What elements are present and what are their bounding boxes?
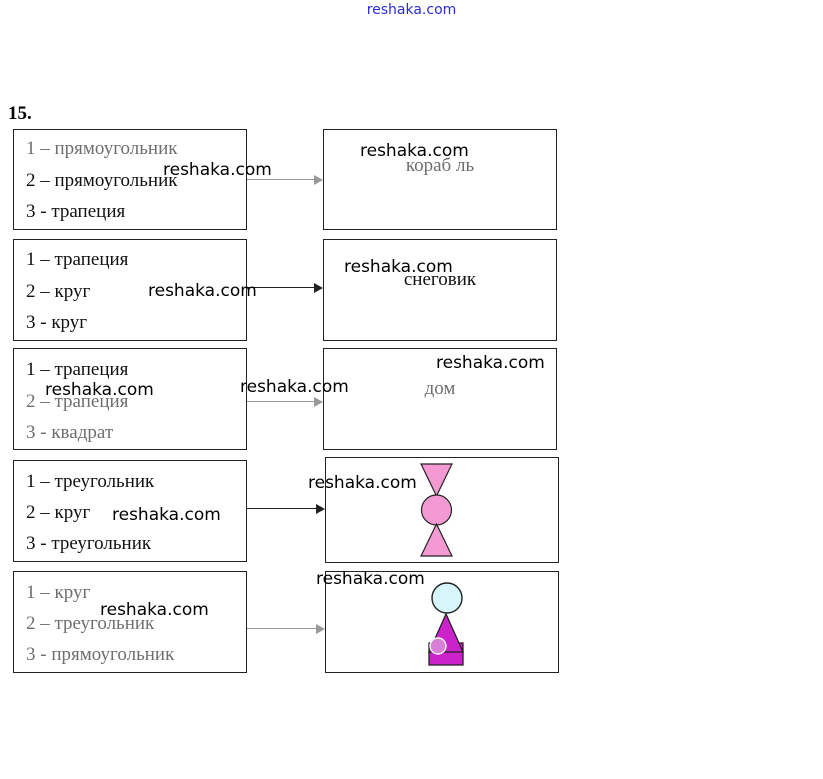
- row-2-part-1: 1 – трапеция: [26, 249, 129, 270]
- row-4-part-1: 1 – треугольник: [26, 471, 155, 492]
- site-header[interactable]: reshaka.com: [366, 2, 457, 18]
- bottom-triangle: [420, 522, 453, 557]
- row-2-arrow: [247, 282, 323, 294]
- watermark: reshaka.com: [45, 380, 154, 400]
- row-3-part-2: 2 – трапеция: [26, 391, 129, 412]
- watermark: reshaka.com: [308, 473, 417, 493]
- small-circle: [429, 637, 447, 655]
- bow-figure: [420, 463, 453, 557]
- middle-circle: [420, 494, 453, 526]
- row-1-part-3: 3 - трапеция: [26, 201, 126, 222]
- row-1-arrow: [247, 174, 323, 186]
- row-5-parts-box: 1 – круг 2 – треугольник 3 - прямоугольн…: [13, 571, 247, 673]
- watermark: reshaka.com: [436, 353, 545, 373]
- row-5-part-1: 1 – круг: [26, 582, 91, 603]
- row-3-arrow: [247, 396, 323, 408]
- watermark: reshaka.com: [112, 505, 221, 525]
- row-5-part-3: 3 - прямоугольник: [26, 644, 175, 665]
- watermark: reshaka.com: [148, 281, 257, 301]
- exercise-number: 15.: [8, 103, 32, 124]
- row-3-result-word: дом: [424, 378, 456, 399]
- row-3-result-box: дом: [323, 348, 557, 450]
- row-2-part-2: 2 – круг: [26, 281, 91, 302]
- row-4-part-3: 3 - треугольник: [26, 533, 152, 554]
- row-5-part-2: 2 – треугольник: [26, 613, 155, 634]
- head-circle: [431, 582, 463, 614]
- row-3-part-1: 1 – трапеция: [26, 359, 129, 380]
- row-4-result-box: [325, 457, 559, 563]
- row-1-part-1: 1 – прямоугольник: [26, 138, 178, 159]
- row-1-parts-box: 1 – прямоугольник 2 – прямоугольник 3 - …: [13, 129, 247, 230]
- row-2-part-3: 3 - круг: [26, 312, 88, 333]
- row-2-result-word: снеговик: [403, 269, 477, 290]
- row-4-part-2: 2 – круг: [26, 502, 91, 523]
- row-2-parts-box: 1 – трапеция 2 – круг 3 - круг: [13, 239, 247, 341]
- watermark: reshaka.com: [100, 600, 209, 620]
- watermark: reshaka.com: [344, 257, 453, 277]
- top-triangle: [420, 463, 453, 498]
- row-4-arrow: [247, 503, 325, 515]
- row-3-part-3: 3 - квадрат: [26, 422, 114, 443]
- watermark: reshaka.com: [316, 569, 425, 589]
- row-2-result-box: снеговик: [323, 239, 557, 341]
- row-1-part-2: 2 – прямоугольник: [26, 170, 178, 191]
- row-1-result-word: кораб ль: [405, 155, 475, 176]
- row-3-parts-box: 1 – трапеция 2 – трапеция 3 - квадрат: [13, 348, 247, 450]
- watermark: reshaka.com: [360, 141, 469, 161]
- figure-person: [427, 582, 465, 666]
- row-5-result-box: [325, 571, 559, 673]
- watermark: reshaka.com: [240, 377, 349, 397]
- watermark: reshaka.com: [163, 160, 272, 180]
- row-4-parts-box: 1 – треугольник 2 – круг 3 - треугольник: [13, 460, 247, 562]
- row-5-arrow: [247, 623, 325, 635]
- row-1-result-box: кораб ль: [323, 129, 557, 230]
